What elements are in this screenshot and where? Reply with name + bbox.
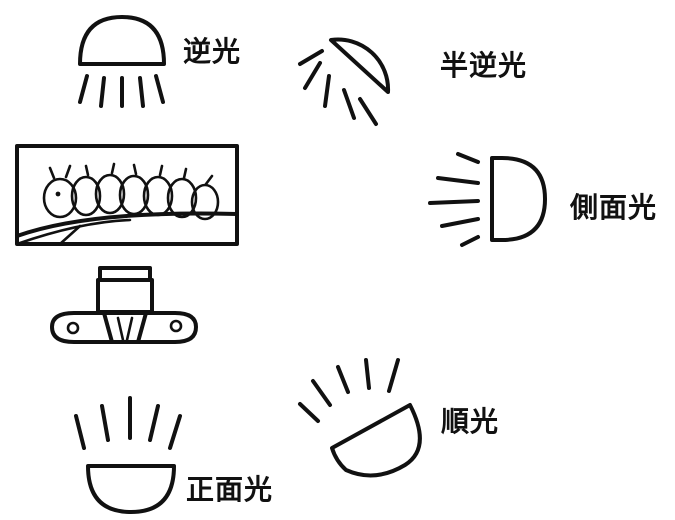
half-backlight-lamp (298, 37, 391, 126)
label-backlight: 逆光 (183, 35, 242, 68)
backlight-lamp-dome (78, 15, 166, 66)
camera-lens (102, 311, 148, 344)
sidelight-rays (428, 152, 480, 247)
sidelight-lamp-dome (490, 156, 547, 242)
camera-mount (50, 266, 198, 344)
camera-body (96, 278, 154, 314)
backlight-lamp (78, 15, 166, 108)
direct-light-lamp (298, 358, 422, 478)
sidelight-lamp (428, 152, 547, 247)
front-light-lamp (74, 396, 182, 514)
branch-crack (58, 224, 82, 246)
branch-top (15, 211, 239, 238)
label-half-backlight: 半逆光 (440, 49, 528, 82)
branch-bottom (15, 218, 132, 246)
specimen-box (15, 144, 239, 246)
caterpillar (42, 162, 220, 221)
label-sidelight: 側面光 (570, 191, 658, 224)
specimen-frame (15, 144, 239, 246)
camera-plate (50, 311, 198, 344)
front-light-rays (74, 396, 182, 450)
front-light-lamp-dome (86, 464, 176, 514)
label-front-light: 正面光 (186, 473, 274, 506)
direct-light-lamp-dome (330, 403, 422, 478)
direct-light-rays (298, 358, 400, 423)
half-backlight-lamp-dome (329, 37, 391, 94)
backlight-rays (78, 74, 165, 108)
half-backlight-rays (298, 49, 378, 126)
label-direct-light: 順光 (441, 405, 500, 438)
